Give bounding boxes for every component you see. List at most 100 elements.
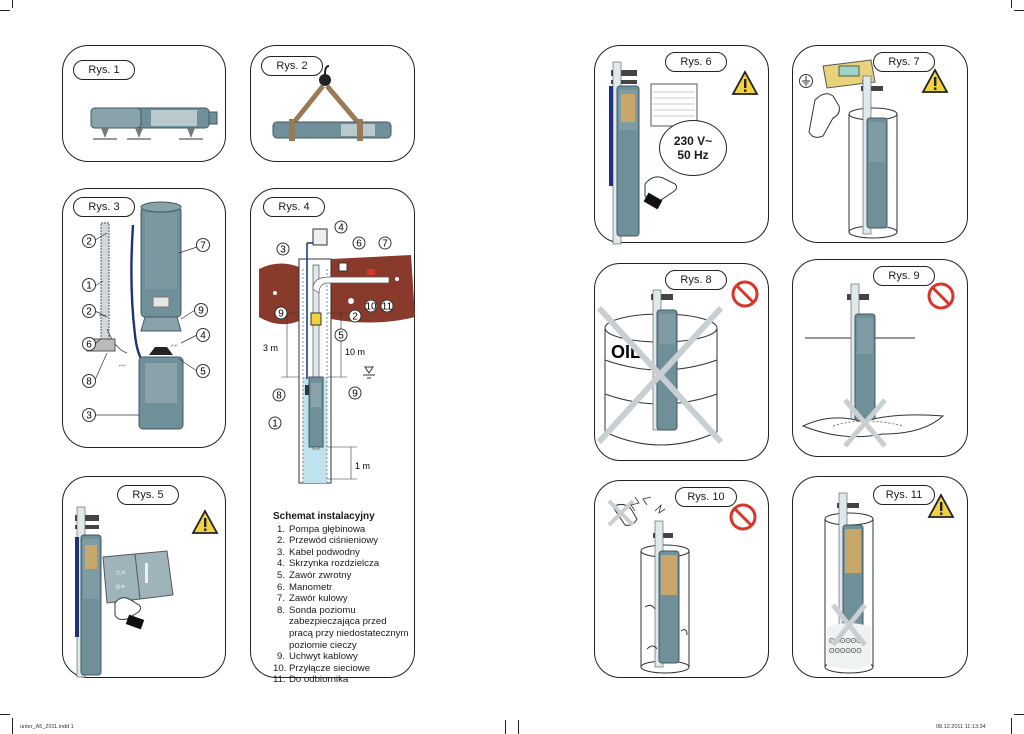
svg-text:4: 4	[200, 331, 206, 342]
no-entry-icon	[729, 503, 757, 531]
svg-text:6: 6	[86, 340, 92, 351]
crop-mark	[505, 720, 506, 734]
callout-7: 7	[196, 238, 210, 252]
legend-item-text: Zawór zwrotny	[289, 569, 352, 581]
no-entry-icon	[927, 282, 955, 310]
callout-5: 5	[196, 364, 210, 378]
figure-label: Rys. 8	[665, 270, 727, 290]
svg-text:7: 7	[382, 239, 388, 250]
figure-rys-5: Rys. 5 ⚠≡ ⊘≡	[62, 476, 226, 678]
warning-triangle-icon	[191, 509, 219, 534]
no-entry-icon	[731, 280, 759, 308]
ground-icon	[799, 74, 813, 88]
legend-item-text: Sonda poziomu zabezpieczająca przed prac…	[289, 604, 409, 651]
dim-3m: 3 m	[263, 343, 278, 353]
legend-item-number: 2.	[276, 535, 285, 547]
figure-rys-8: Rys. 8 OIL	[594, 263, 769, 461]
callout-4: 4	[196, 328, 210, 342]
dim-1m: 1 m	[355, 461, 370, 471]
callout-2: 2	[348, 309, 362, 323]
dim-10m: 10 m	[345, 347, 365, 357]
crop-mark	[518, 720, 519, 734]
svg-text:⌐⌐: ⌐⌐	[119, 363, 127, 369]
svg-text:7: 7	[200, 241, 206, 252]
legend-item-text: Przewód ciśnieniowy	[289, 535, 379, 547]
pump-lifting-illustration	[272, 65, 392, 141]
svg-text:9: 9	[198, 306, 204, 317]
voltage-speech-bubble: 230 V~ 50 Hz	[659, 120, 727, 176]
figure-rys-1: Rys. 1	[62, 45, 226, 162]
pump-in-sand-prohibited-illustration	[801, 283, 945, 448]
figure-rys-7: Rys. 7	[792, 45, 968, 243]
figure-rys-11: Rys. 11 ʘʘʘʘʘʘ ʘʘʘʘʘʘ	[792, 476, 968, 678]
legend-item-number: 4.	[276, 558, 285, 570]
callout-7: 7	[378, 236, 392, 250]
callout-1: 1	[82, 278, 96, 292]
crop-mark	[1014, 10, 1024, 11]
svg-text:3: 3	[280, 245, 286, 256]
legend-item-text: Przyłącze sieciowe	[289, 662, 371, 674]
svg-text:9: 9	[352, 389, 358, 400]
callout-9-top: 9	[274, 306, 288, 320]
figure-label: Rys. 11	[873, 485, 935, 505]
legend-item-text: Zawór kulowy	[289, 593, 348, 605]
pump-horizontal-illustration	[90, 107, 218, 140]
callout-2-bottom: 2	[82, 304, 96, 318]
voltage-value: 230 V~	[673, 134, 713, 148]
svg-text:1: 1	[272, 419, 278, 430]
legend-item-number: 8.	[276, 604, 285, 616]
legend-item: 8. Sonda poziomu zabezpieczająca przed pr…	[273, 605, 413, 651]
callout-6: 6	[352, 236, 366, 250]
svg-text:8: 8	[86, 377, 92, 388]
crop-mark	[12, 0, 13, 8]
crop-mark	[1014, 714, 1024, 715]
callout-3: 3	[82, 408, 96, 422]
svg-text:1: 1	[86, 281, 92, 292]
legend-item-number: 6.	[276, 581, 285, 593]
pump-hanging-by-cable-prohibited-illustration	[607, 496, 690, 674]
legend-item-number: 7.	[276, 593, 285, 605]
legend-item: 6. Manometr	[273, 582, 413, 594]
legend-item: 3.Kabel podwodny	[273, 547, 413, 559]
callout-5: 5	[334, 328, 348, 342]
svg-text:ʘʘʘʘʘʘ: ʘʘʘʘʘʘ	[829, 638, 862, 645]
callout-11: 11	[380, 299, 394, 313]
footer-timestamp: 08.12.2011 11:13:34	[936, 724, 986, 730]
svg-text:2: 2	[86, 237, 92, 248]
figure-rys-10: Rys. 10	[594, 480, 769, 678]
figure-rys-9: Rys. 9	[792, 259, 968, 457]
crop-mark	[1011, 718, 1012, 734]
crop-mark	[12, 718, 13, 734]
figure-label: Rys. 6	[665, 52, 727, 72]
legend-item-text: Manometr	[289, 581, 333, 593]
svg-text:2: 2	[86, 307, 92, 318]
callout-1: 1	[268, 416, 282, 430]
legend-item: 2. Przewód ciśnieniowy	[273, 535, 413, 547]
callout-10: 10	[364, 299, 378, 313]
legend-item-number: 3.	[276, 546, 285, 558]
legend-item: 1.Pompa głębinowa	[273, 524, 413, 536]
svg-text:ʘʘʘʘʘʘ: ʘʘʘʘʘʘ	[829, 648, 862, 655]
figure-label: Rys. 2	[261, 56, 323, 76]
callout-4: 4	[334, 220, 348, 234]
legend-item: 11.Do odbiornika	[273, 674, 413, 686]
warning-triangle-icon	[921, 68, 949, 93]
svg-text:⌐⌐: ⌐⌐	[171, 343, 179, 349]
installation-diagram: 3 m 10 m 1 m 1 2 3 4 5 6 7 8 9 9 10 11	[259, 220, 415, 484]
crop-mark	[1011, 0, 1012, 8]
figure-label: Rys. 9	[873, 266, 935, 286]
callout-8: 8	[82, 374, 96, 388]
svg-text:3: 3	[86, 411, 92, 422]
footer-file-info: unter_A5_2011.indd 1	[20, 724, 74, 730]
callout-9-bottom: 9	[348, 386, 362, 400]
svg-text:⌐⌐: ⌐⌐	[99, 313, 107, 319]
control-box-illustration	[808, 59, 898, 239]
frequency-value: 50 Hz	[677, 148, 709, 162]
callout-3: 3	[276, 242, 290, 256]
legend-item-number: 11.	[273, 674, 286, 686]
legend-item-number: 9.	[276, 651, 285, 663]
figure-label: Rys. 3	[73, 197, 135, 217]
svg-text:⚠≡: ⚠≡	[115, 569, 125, 577]
warning-triangle-icon	[927, 493, 955, 518]
